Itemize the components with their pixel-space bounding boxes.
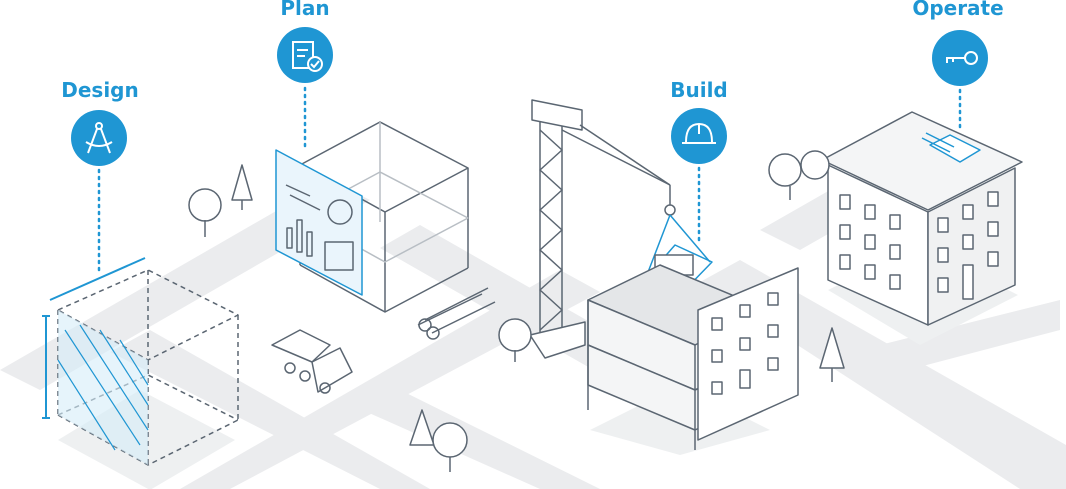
trees bbox=[188, 150, 845, 472]
stage-label-operate: Operate bbox=[912, 0, 1004, 20]
hard-hat-icon bbox=[671, 108, 727, 164]
building-under-construction bbox=[587, 264, 799, 455]
design-wireframe-cube bbox=[42, 257, 239, 489]
drafting-compass-icon bbox=[71, 110, 127, 166]
connector-lines bbox=[97, 86, 962, 277]
stage-label-plan: Plan bbox=[280, 0, 330, 20]
operational-building bbox=[821, 111, 1023, 345]
key-icon bbox=[932, 30, 988, 86]
stage-label-build: Build bbox=[670, 78, 728, 102]
pipes bbox=[417, 287, 496, 340]
tower-crane bbox=[529, 99, 713, 359]
dump-truck bbox=[271, 329, 353, 394]
stage-label-design: Design bbox=[61, 78, 139, 102]
clipboard-check-icon bbox=[277, 27, 333, 83]
plan-glass-cube bbox=[275, 121, 469, 313]
